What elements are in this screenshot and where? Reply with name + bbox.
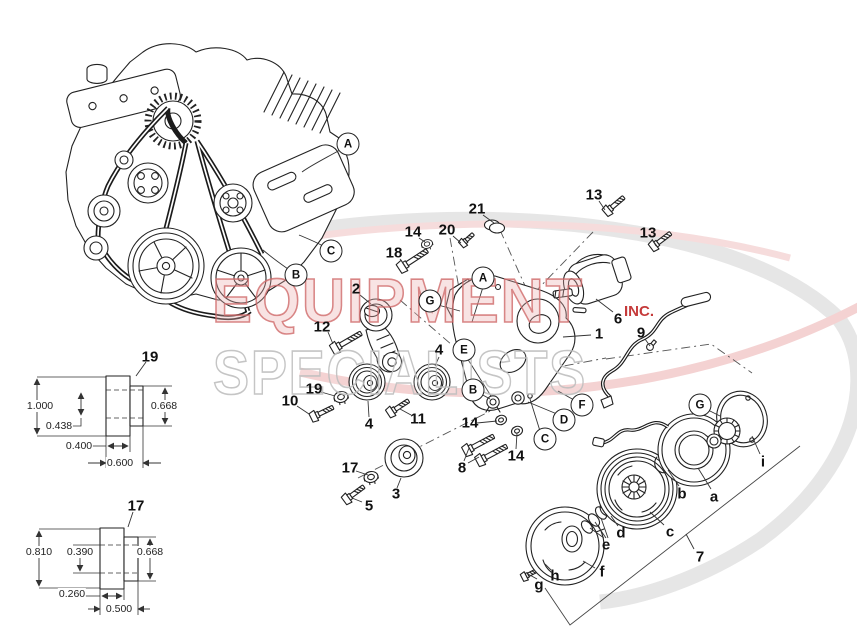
accessory-pulley	[213, 183, 253, 223]
watermark-inc: INC.	[624, 303, 654, 320]
tensioner-part-2	[359, 298, 403, 373]
screw-9	[646, 339, 657, 351]
dimension-drawing-19	[33, 375, 172, 468]
bracket-part-1	[445, 275, 576, 413]
leader-lines	[127, 200, 761, 580]
pump-part-6	[552, 253, 632, 314]
clutch-assembly-part-7	[525, 390, 768, 586]
watermark-line2: SPECIALISTS	[213, 339, 587, 408]
lower-right-pulley	[210, 247, 272, 309]
engine-illustration	[65, 43, 355, 321]
water-pump-pulley	[127, 162, 169, 204]
crank-pulley	[127, 227, 205, 305]
grooved-pulley-4-left	[348, 363, 386, 401]
grooved-pulley-4-right	[413, 363, 451, 401]
fasteners	[307, 192, 675, 583]
clutch-pulley-c	[596, 448, 678, 530]
dimension-drawing-17	[35, 527, 156, 615]
harness-part-9	[600, 291, 712, 409]
hub-i	[706, 390, 768, 449]
shims-e	[580, 506, 608, 534]
coil-a	[592, 413, 731, 487]
watermark: EQUIPMENT SPECIALISTS INC.	[211, 266, 654, 409]
idler-pulley-engine	[87, 194, 121, 228]
idler-pulley-part-3	[384, 438, 424, 478]
watermark-line1: EQUIPMENT	[212, 267, 584, 336]
cap-nut-21	[483, 219, 506, 234]
bracket-stud-right	[511, 391, 533, 405]
